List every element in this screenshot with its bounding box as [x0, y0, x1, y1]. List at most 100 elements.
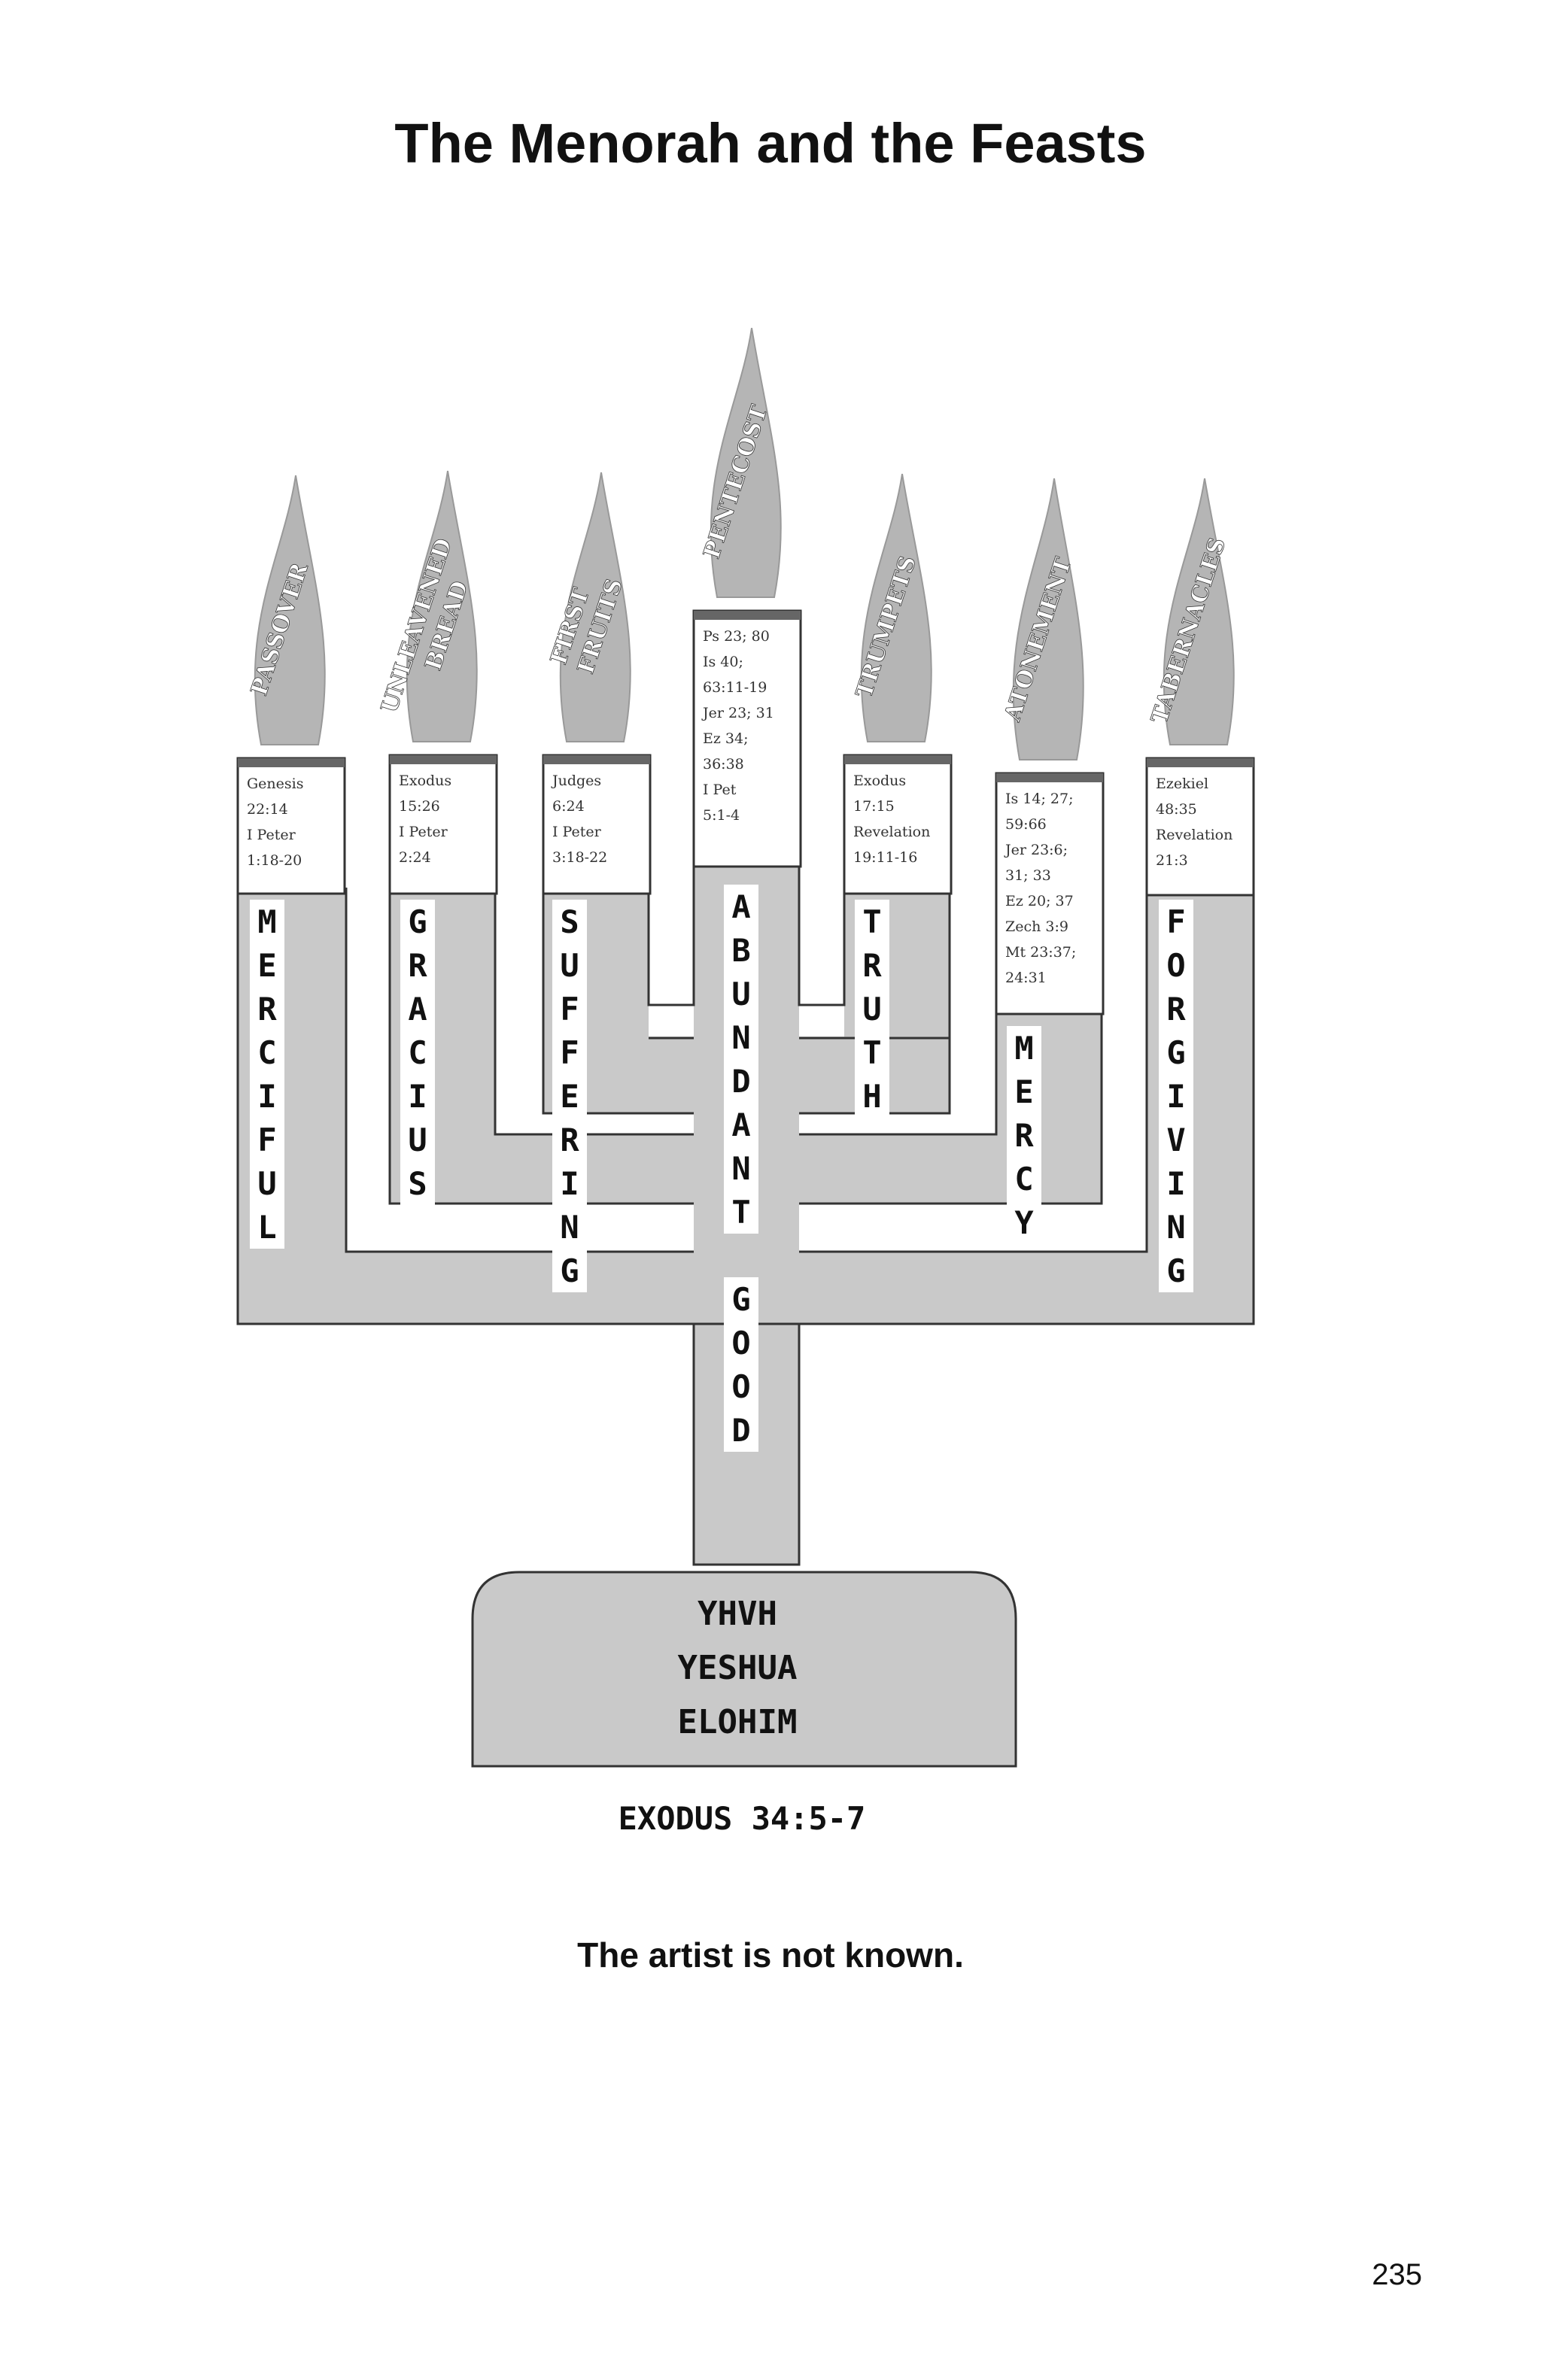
card-top-bar — [390, 755, 497, 764]
letter-box — [1007, 1026, 1041, 1070]
attribute-letter: S — [560, 903, 579, 940]
attribute-letter: A — [731, 888, 750, 925]
letter-box — [552, 1031, 587, 1074]
reference-line: 24:31 — [1005, 970, 1047, 986]
reference-card — [236, 757, 346, 895]
reference-line: Is 14; 27; — [1005, 791, 1074, 807]
reference-card — [1145, 757, 1255, 897]
letter-box — [1159, 1205, 1193, 1249]
letter-box — [855, 1074, 889, 1118]
letter-box — [724, 1190, 758, 1234]
reference-line: Judges — [551, 773, 601, 789]
letter-box — [724, 1015, 758, 1059]
attribute-letter: M — [1014, 1030, 1033, 1067]
letter-box — [552, 1205, 587, 1249]
letter-box — [552, 1074, 587, 1118]
letter-box — [400, 1031, 435, 1074]
attribute-letter: I — [257, 1078, 276, 1115]
attribute-letter: T — [862, 1034, 881, 1071]
attribute-letter: C — [408, 1034, 427, 1071]
card-top-bar — [543, 755, 650, 764]
reference-line: 48:35 — [1156, 801, 1197, 818]
letter-box — [400, 1118, 435, 1161]
flame-icon — [1012, 478, 1084, 760]
reference-line: 5:1-4 — [703, 807, 740, 824]
letter-box — [250, 943, 284, 987]
letter-box — [250, 1205, 284, 1249]
attribute-letter: F — [560, 1034, 579, 1071]
reference-line: Revelation — [853, 824, 930, 840]
reference-line: 22:14 — [247, 801, 288, 818]
card-top-bar — [238, 758, 345, 767]
attribute-letter: Y — [1014, 1204, 1034, 1241]
attribute-letter: U — [560, 947, 579, 984]
flame-icon — [559, 472, 631, 742]
letter-box — [855, 1031, 889, 1074]
reference-line: Mt 23:37; — [1005, 944, 1076, 961]
letter-box — [1007, 1113, 1041, 1157]
reference-line: 1:18-20 — [247, 852, 302, 869]
attribute-letter: I — [1166, 1078, 1185, 1115]
attribute-letter: N — [1166, 1209, 1185, 1246]
attribute-letter: U — [257, 1165, 276, 1202]
letter-box — [400, 1161, 435, 1205]
reference-line: Jer 23:6; — [1004, 842, 1068, 858]
attribute-letter: I — [408, 1078, 427, 1115]
reference-line: Ez 20; 37 — [1005, 893, 1074, 909]
reference-line: Zech 3:9 — [1005, 918, 1068, 935]
letter-box — [552, 1161, 587, 1205]
attribute-letter: N — [731, 1019, 750, 1056]
attribute-letter: A — [731, 1107, 750, 1143]
attribute-letter: I — [560, 1165, 579, 1202]
letter-box — [250, 1118, 284, 1161]
letter-box — [1159, 943, 1193, 987]
attribute-letter: D — [731, 1063, 750, 1100]
reference-line: Ez 34; — [703, 730, 749, 747]
attribute-letter: T — [731, 1194, 750, 1231]
attribute-letter: U — [408, 1122, 427, 1158]
reference-line: Exodus — [399, 773, 451, 789]
attribute-letter: G — [408, 903, 427, 940]
reference-line: 6:24 — [552, 798, 585, 815]
menorah-base — [471, 1571, 1017, 1768]
page-title: The Menorah and the Feasts — [394, 112, 1147, 175]
letter-box — [724, 1103, 758, 1146]
reference-card — [995, 772, 1105, 1015]
reference-line: I Peter — [399, 824, 448, 840]
attribute-letter: E — [257, 947, 276, 984]
attribute-letter: V — [1166, 1122, 1185, 1158]
base-name: ELOHIM — [678, 1703, 798, 1741]
attribute-letter: E — [1014, 1073, 1033, 1110]
scripture-reference: EXODUS 34:5-7 — [619, 1800, 866, 1837]
reference-line: 17:15 — [853, 798, 895, 815]
reference-line: 15:26 — [399, 798, 440, 815]
attribute-letter: O — [1166, 947, 1185, 984]
letter-box — [855, 943, 889, 987]
letter-box — [1159, 1161, 1193, 1205]
reference-line: Jer 23; 31 — [701, 705, 774, 721]
attribute-letter: E — [560, 1078, 579, 1115]
attribute-letter: D — [731, 1412, 750, 1449]
reference-line: I Peter — [247, 827, 296, 843]
attribute-letter: I — [1166, 1165, 1185, 1202]
letter-box — [250, 987, 284, 1031]
flame-icon — [1163, 478, 1235, 745]
letter-box — [855, 987, 889, 1031]
attribute-letter: S — [408, 1165, 427, 1202]
reference-card — [843, 754, 953, 895]
attribute-letter: F — [560, 991, 579, 1028]
letter-box — [1159, 1031, 1193, 1074]
letter-box — [724, 885, 758, 928]
attribute-letter: H — [862, 1078, 881, 1115]
letter-box — [552, 943, 587, 987]
reference-line: 31; 33 — [1005, 867, 1051, 884]
flame-icon — [406, 470, 478, 742]
attribute-letter: R — [862, 947, 882, 984]
letter-box — [250, 1031, 284, 1074]
letter-box — [552, 900, 587, 943]
reference-line: I Pet — [703, 782, 737, 798]
letter-box — [250, 900, 284, 943]
attribute-letter: L — [257, 1209, 276, 1246]
attribute-letter: F — [257, 1122, 276, 1158]
